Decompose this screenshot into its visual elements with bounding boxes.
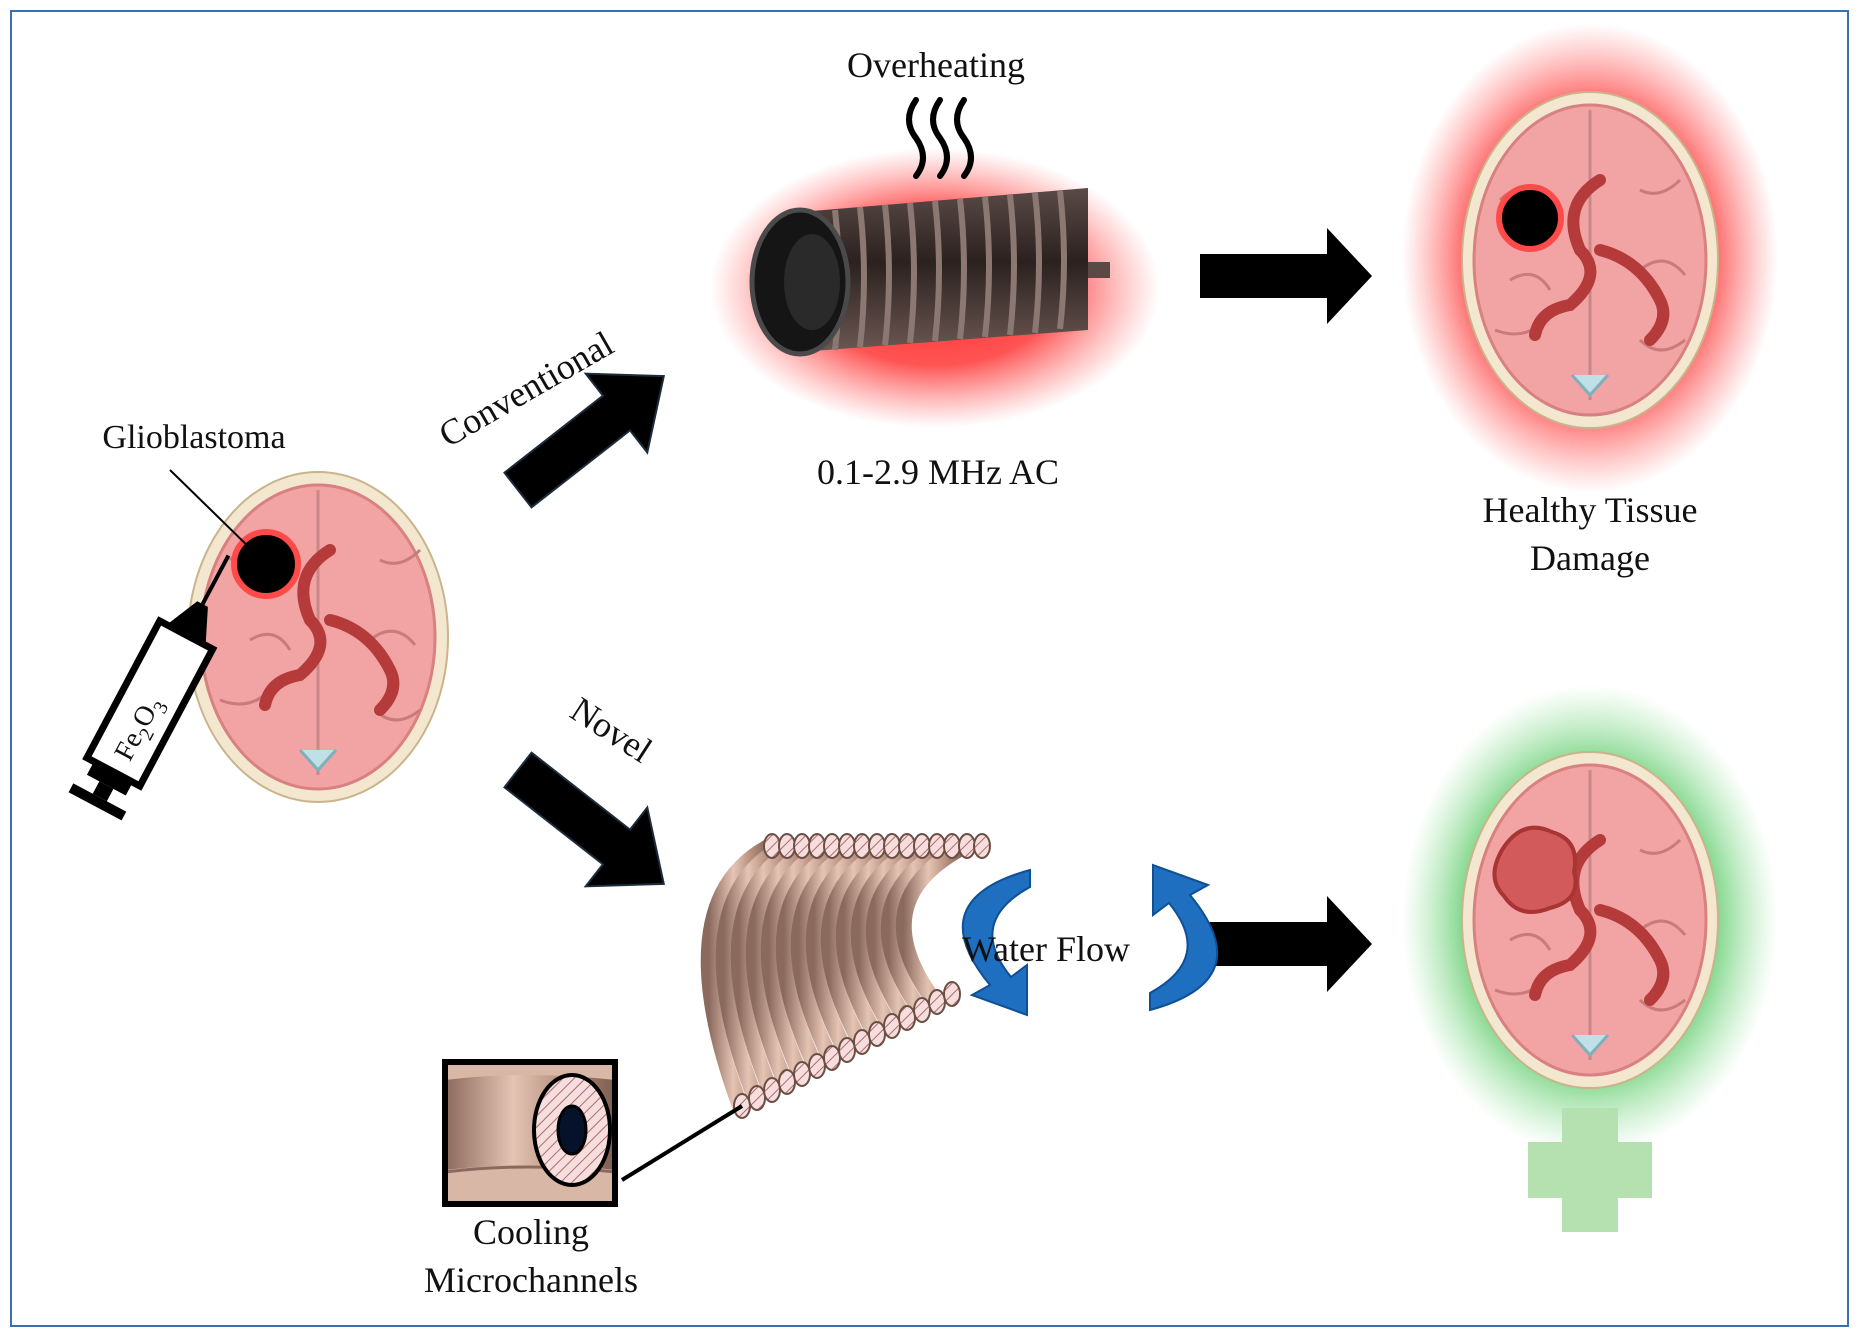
arrow-bottom-result (1200, 896, 1372, 992)
label-damage-line1: Healthy Tissue (1482, 490, 1697, 530)
figure-frame (10, 10, 1849, 1327)
brain-bottom-right (1461, 751, 1719, 1089)
label-water-flow: Water Flow (962, 929, 1130, 969)
syringe-icon: Fe2O3 (68, 554, 231, 821)
label-overheating: Overheating (847, 45, 1025, 85)
arrow-novel (503, 751, 666, 888)
coil-novel (700, 833, 991, 1119)
treated-tumor (1492, 825, 1578, 914)
label-frequency: 0.1-2.9 MHz AC (817, 452, 1059, 492)
arrow-top-result (1200, 228, 1372, 324)
arrow-conventional (503, 372, 666, 509)
label-novel: Novel (564, 689, 660, 770)
microchannel-inset (442, 1059, 744, 1207)
label-glioblastoma: Glioblastoma (102, 419, 285, 456)
heat-wave-icon (906, 97, 974, 179)
brain-left (187, 471, 449, 803)
glioblastoma-pointer (169, 469, 256, 554)
label-cooling-line2: Microchannels (424, 1260, 638, 1300)
coil-conventional (749, 188, 1110, 357)
label-cooling-line1: Cooling (473, 1212, 589, 1252)
label-damage-line2: Damage (1530, 538, 1650, 578)
brain-top-right (1461, 91, 1719, 429)
water-flow-arrows (961, 863, 1219, 1017)
health-plus-icon (1528, 1108, 1652, 1232)
